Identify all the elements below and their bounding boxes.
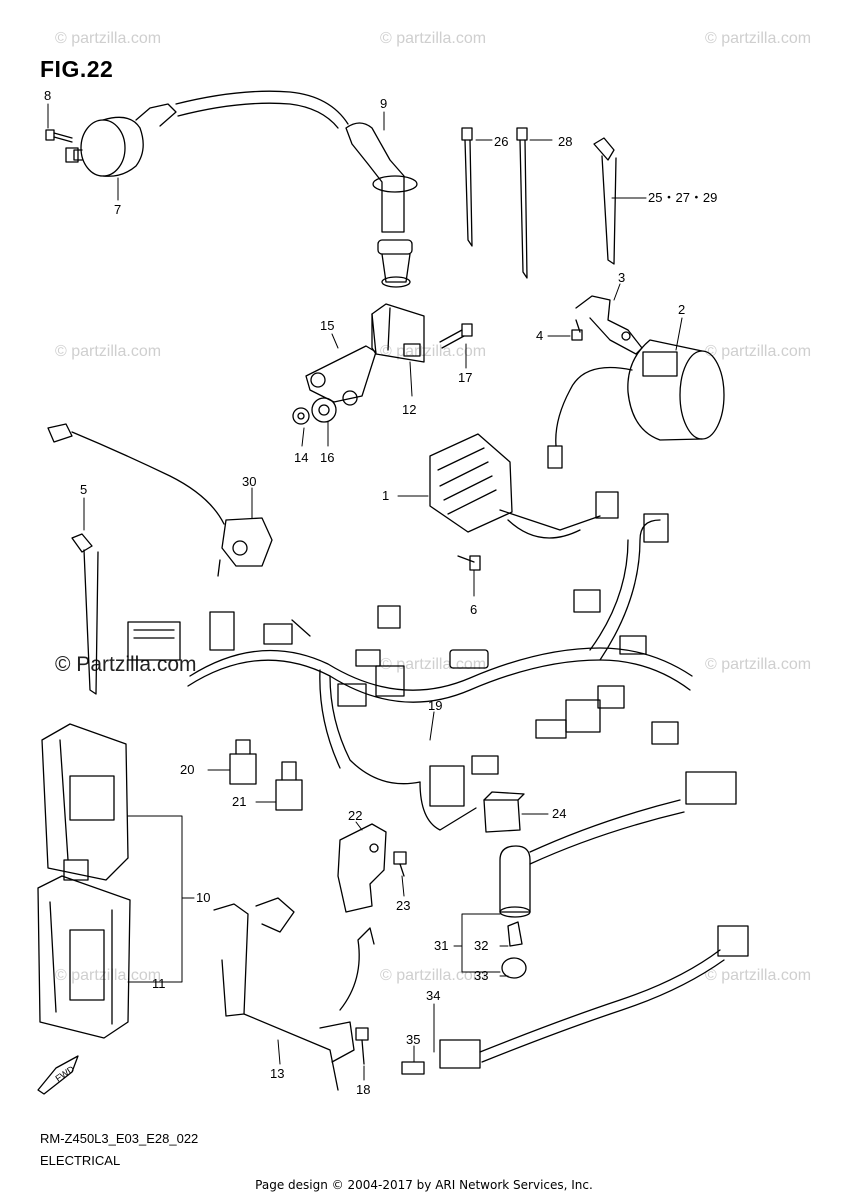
washer-14 bbox=[292, 407, 310, 425]
bracket-15 bbox=[305, 345, 377, 406]
bracket-3 bbox=[575, 295, 643, 355]
watermark: © partzilla.com bbox=[380, 967, 487, 984]
callout-24: 24 bbox=[552, 806, 566, 821]
bolt-6 bbox=[457, 555, 481, 571]
callout-4: 4 bbox=[536, 328, 543, 343]
callout-11: 11 bbox=[152, 976, 166, 991]
plug-cap-31 bbox=[499, 771, 737, 918]
regulator-rectifier bbox=[429, 433, 619, 539]
callout-35: 35 bbox=[406, 1032, 420, 1047]
callout-25-27-29: 25・27・29 bbox=[648, 190, 717, 205]
watermark: © partzilla.com bbox=[705, 967, 812, 984]
cable-tie-25 bbox=[593, 137, 617, 265]
fwd-arrow bbox=[37, 1055, 79, 1095]
bolt-8 bbox=[45, 129, 73, 143]
callout-3: 3 bbox=[618, 270, 625, 285]
callout-30: 30 bbox=[242, 474, 256, 489]
callout-1: 1 bbox=[382, 488, 389, 503]
part-32 bbox=[507, 921, 523, 947]
watermark: © partzilla.com bbox=[55, 30, 162, 47]
callout-16: 16 bbox=[320, 450, 334, 465]
watermark: © partzilla.com bbox=[705, 656, 812, 673]
callout-34: 34 bbox=[426, 988, 440, 1003]
cable-tie-26 bbox=[461, 127, 473, 247]
watermark: © partzilla.com bbox=[380, 30, 487, 47]
bolt-17 bbox=[439, 323, 473, 349]
callout-10: 10 bbox=[196, 890, 210, 905]
callout-labels: 8 7 9 26 28 25・27・29 3 4 2 15 17 12 14 1… bbox=[44, 88, 717, 1097]
callout-5: 5 bbox=[80, 482, 87, 497]
cushion-16 bbox=[311, 397, 337, 423]
fwd-label: FWD bbox=[54, 1064, 77, 1084]
callout-9: 9 bbox=[380, 96, 387, 111]
connector-20 bbox=[229, 739, 257, 785]
callout-22: 22 bbox=[348, 808, 362, 823]
watermark: © partzilla.com bbox=[380, 656, 487, 673]
callout-33: 33 bbox=[474, 968, 488, 983]
sensor-30 bbox=[47, 423, 273, 577]
callout-7: 7 bbox=[114, 202, 121, 217]
watermark: © partzilla.com bbox=[55, 343, 162, 360]
wiring-harness bbox=[127, 513, 693, 831]
connector-21 bbox=[275, 761, 303, 811]
callout-14: 14 bbox=[294, 450, 308, 465]
callout-2: 2 bbox=[678, 302, 685, 317]
bolt-23 bbox=[393, 851, 407, 877]
callout-32: 32 bbox=[474, 938, 488, 953]
callout-28: 28 bbox=[558, 134, 572, 149]
cable-tie-28 bbox=[516, 127, 528, 279]
callout-20: 20 bbox=[180, 762, 194, 777]
bolt-18 bbox=[355, 1027, 369, 1065]
callout-19: 19 bbox=[428, 698, 442, 713]
callout-18: 18 bbox=[356, 1082, 370, 1097]
leader-lines bbox=[47, 103, 683, 1081]
ecm-bracket bbox=[37, 875, 131, 1039]
part-33 bbox=[501, 957, 527, 979]
bolt-4 bbox=[571, 319, 583, 341]
watermark: © partzilla.com bbox=[705, 343, 812, 360]
callout-15: 15 bbox=[320, 318, 334, 333]
partzilla-watermark: © Partzilla.com bbox=[55, 653, 197, 676]
fuse-35 bbox=[401, 1061, 425, 1075]
capacitor bbox=[547, 339, 725, 469]
callout-21: 21 bbox=[232, 794, 246, 809]
category-label: ELECTRICAL bbox=[40, 1153, 121, 1168]
copyright-footer: Page design © 2004-2017 by ARI Network S… bbox=[255, 1178, 593, 1192]
callout-31: 31 bbox=[434, 938, 448, 953]
figure-title: FIG.22 bbox=[40, 56, 114, 82]
spark-plug-cap bbox=[345, 122, 418, 288]
bracket-13 bbox=[213, 897, 375, 1091]
ecm-unit bbox=[41, 723, 129, 881]
starter-relay bbox=[371, 303, 425, 363]
callout-6: 6 bbox=[470, 602, 477, 617]
watermark: © partzilla.com bbox=[55, 967, 162, 984]
callout-12: 12 bbox=[402, 402, 416, 417]
callout-8: 8 bbox=[44, 88, 51, 103]
callout-17: 17 bbox=[458, 370, 472, 385]
watermark: © partzilla.com bbox=[705, 30, 812, 47]
bracket-22 bbox=[337, 823, 387, 913]
model-code: RM-Z450L3_E03_E28_022 bbox=[40, 1131, 199, 1146]
callout-23: 23 bbox=[396, 898, 410, 913]
part-24 bbox=[483, 791, 525, 833]
cable-tie-5 bbox=[71, 533, 99, 695]
ignition-coil bbox=[65, 90, 349, 177]
callout-13: 13 bbox=[270, 1066, 284, 1081]
fuse-holder bbox=[439, 925, 749, 1069]
callout-26: 26 bbox=[494, 134, 508, 149]
